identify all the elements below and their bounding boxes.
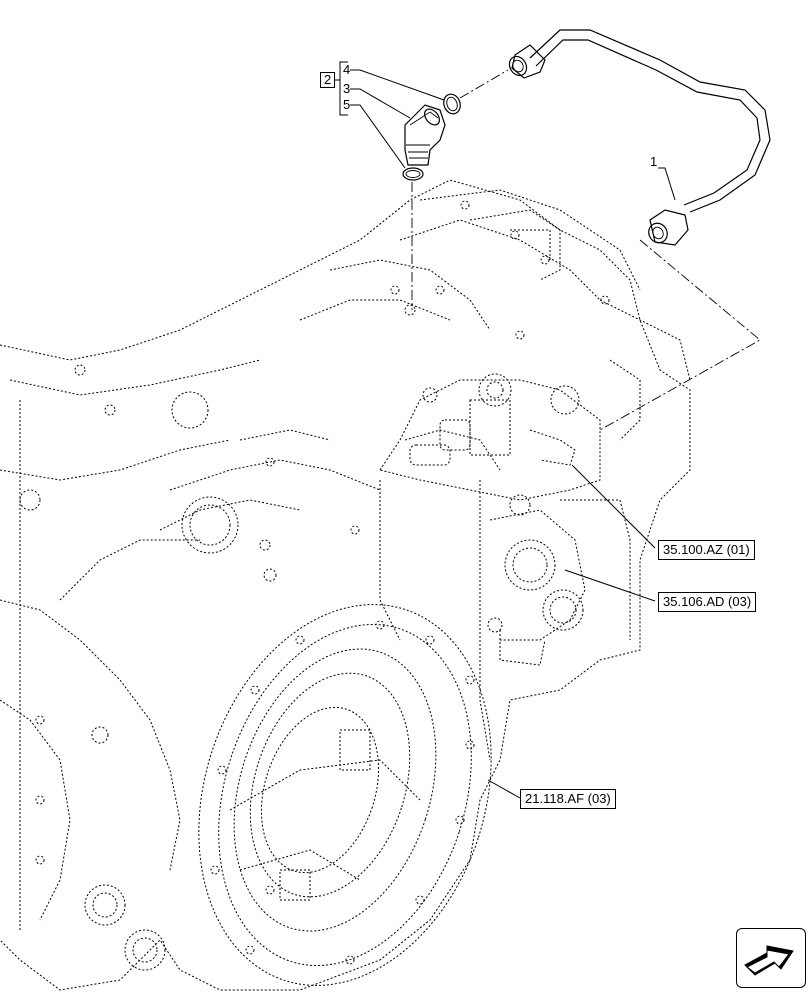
arrow-navigation-icon [744, 945, 794, 976]
valve-block [379, 373, 601, 666]
pipe-assembly [508, 29, 771, 246]
o-ring-bottom [402, 167, 424, 181]
ref-link-35-100-az[interactable]: 35.100.AZ (01) [658, 540, 755, 560]
callout-2: 2 [320, 72, 336, 88]
elbow-fitting [404, 104, 446, 166]
callout-1: 1 [650, 154, 658, 169]
callout-5: 5 [343, 97, 351, 112]
reference-leaders [487, 464, 656, 799]
navigation-button[interactable] [736, 928, 806, 988]
ref-link-21-118-af[interactable]: 21.118.AF (03) [520, 789, 616, 809]
transmission-housing [0, 179, 691, 991]
callout-4: 4 [343, 62, 351, 77]
pipe-nut-top [508, 44, 546, 79]
ref-link-35-106-ad[interactable]: 35.106.AD (03) [658, 592, 757, 612]
pipe-nut-bottom [648, 209, 689, 246]
flange-ring [198, 604, 492, 986]
o-ring-top [443, 93, 461, 115]
callout-3: 3 [343, 81, 351, 96]
callout-bracket [334, 61, 676, 201]
assembly-center-lines [411, 69, 761, 431]
